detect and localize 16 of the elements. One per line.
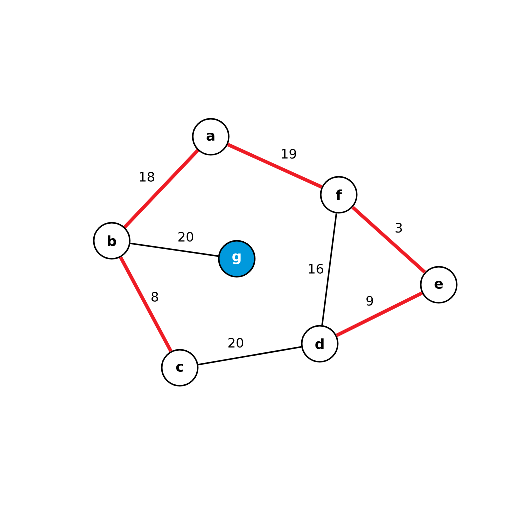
- edge-label: 18: [138, 171, 156, 183]
- edge-label: 9: [364, 295, 376, 307]
- edge-label: 3: [394, 222, 404, 234]
- graph-edge: [322, 214, 338, 326]
- graph-edge: [352, 206, 426, 274]
- edge-label: 8: [150, 291, 160, 303]
- edge-label: 20: [176, 231, 196, 243]
- graph-edge: [130, 242, 219, 258]
- edge-label: 20: [226, 337, 246, 349]
- edge-label: 19: [280, 148, 298, 160]
- edge-label: 16: [306, 263, 326, 275]
- graph-edge: [227, 143, 323, 189]
- graph-edge: [119, 256, 173, 352]
- graph-edge: [336, 292, 423, 338]
- graph-edge: [198, 346, 302, 366]
- graph-edge: [124, 149, 200, 229]
